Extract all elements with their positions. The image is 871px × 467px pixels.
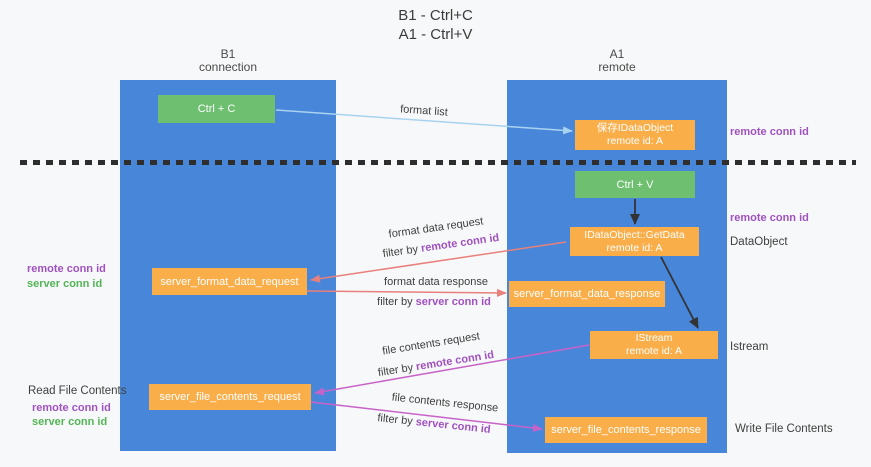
lane-a1-title: A1	[609, 47, 625, 61]
filter-by-text: filter by	[377, 361, 418, 380]
diagram-title: B1 - Ctrl+C A1 - Ctrl+V	[0, 6, 871, 44]
annotation-left-server-conn-id-mid: server conn id	[27, 278, 103, 290]
phase-separator-dashed-line	[20, 160, 856, 165]
node-server-file-contents-response-label: server_file_contents_response	[551, 424, 701, 436]
annotation-left-remote-conn-id-bottom: remote conn id	[32, 402, 111, 414]
node-save-idataobject-line2: remote id: A	[606, 135, 664, 147]
node-istream: IStream remote id: A	[590, 331, 718, 359]
node-ctrl-v: Ctrl + V	[575, 171, 695, 198]
annotation-dataobject: DataObject	[730, 236, 788, 248]
lane-a1-subtitle: remote	[598, 60, 636, 74]
server-conn-id-key: server conn id	[415, 296, 491, 308]
node-server-format-data-request-label: server_format_data_request	[160, 275, 299, 288]
node-idataobject-getdata: IDataObject::GetData remote id: A	[570, 227, 699, 256]
node-server-format-data-response-label: server_format_data_response	[513, 288, 661, 300]
title-line-1: B1 - Ctrl+C	[398, 7, 473, 24]
remote-conn-id-key: remote conn id	[420, 231, 500, 255]
annotation-remote-conn-id-mid: remote conn id	[730, 212, 809, 224]
label-file-contents-response: file contents response	[391, 391, 499, 415]
node-istream-line2: remote id: A	[625, 345, 683, 357]
label-file-contents-response-filter: filter by server conn id	[377, 412, 491, 436]
remote-conn-id-key: remote conn id	[415, 348, 495, 374]
lane-b1-subtitle: connection	[198, 60, 258, 74]
node-save-idataobject-line1: 保存IDataObject	[596, 122, 674, 134]
node-server-file-contents-request: server_file_contents_request	[149, 384, 311, 410]
filter-by-text: filter by	[382, 242, 422, 261]
node-idataobject-getdata-line2: remote id: A	[606, 241, 663, 254]
lane-header-a1: A1 remote	[507, 48, 727, 74]
annotation-left-remote-conn-id-mid: remote conn id	[27, 263, 106, 275]
label-format-data-response-filter: filter by server conn id	[377, 296, 491, 308]
annotation-remote-conn-id-top: remote conn id	[730, 126, 809, 138]
server-conn-id-key: server conn id	[415, 416, 492, 436]
node-server-file-contents-request-label: server_file_contents_request	[159, 391, 301, 403]
annotation-read-file-contents: Read File Contents	[28, 385, 127, 397]
filter-by-text: filter by	[376, 412, 417, 429]
title-line-2: A1 - Ctrl+V	[398, 26, 473, 43]
filter-by-text: filter by	[377, 296, 416, 308]
node-ctrl-v-label: Ctrl + V	[616, 178, 654, 191]
node-ctrl-c-label: Ctrl + C	[197, 103, 236, 115]
node-server-format-data-response: server_format_data_response	[509, 281, 665, 307]
annotation-write-file-contents: Write File Contents	[735, 423, 833, 435]
arrow-format-data-response	[306, 288, 507, 297]
label-format-data-response: format data response	[384, 276, 488, 288]
label-format-list: format list	[399, 103, 449, 119]
node-save-idataobject: 保存IDataObject remote id: A	[575, 120, 695, 150]
annotation-istream: Istream	[730, 341, 769, 353]
node-istream-line1: IStream	[635, 332, 673, 344]
node-server-file-contents-response: server_file_contents_response	[545, 417, 707, 443]
lane-header-b1: B1 connection	[120, 48, 336, 74]
node-ctrl-c: Ctrl + C	[158, 95, 275, 123]
lane-b1-title: B1	[220, 47, 236, 61]
node-server-format-data-request: server_format_data_request	[152, 268, 307, 295]
node-idataobject-getdata-line1: IDataObject::GetData	[584, 228, 685, 241]
annotation-left-server-conn-id-bottom: server conn id	[32, 416, 108, 428]
